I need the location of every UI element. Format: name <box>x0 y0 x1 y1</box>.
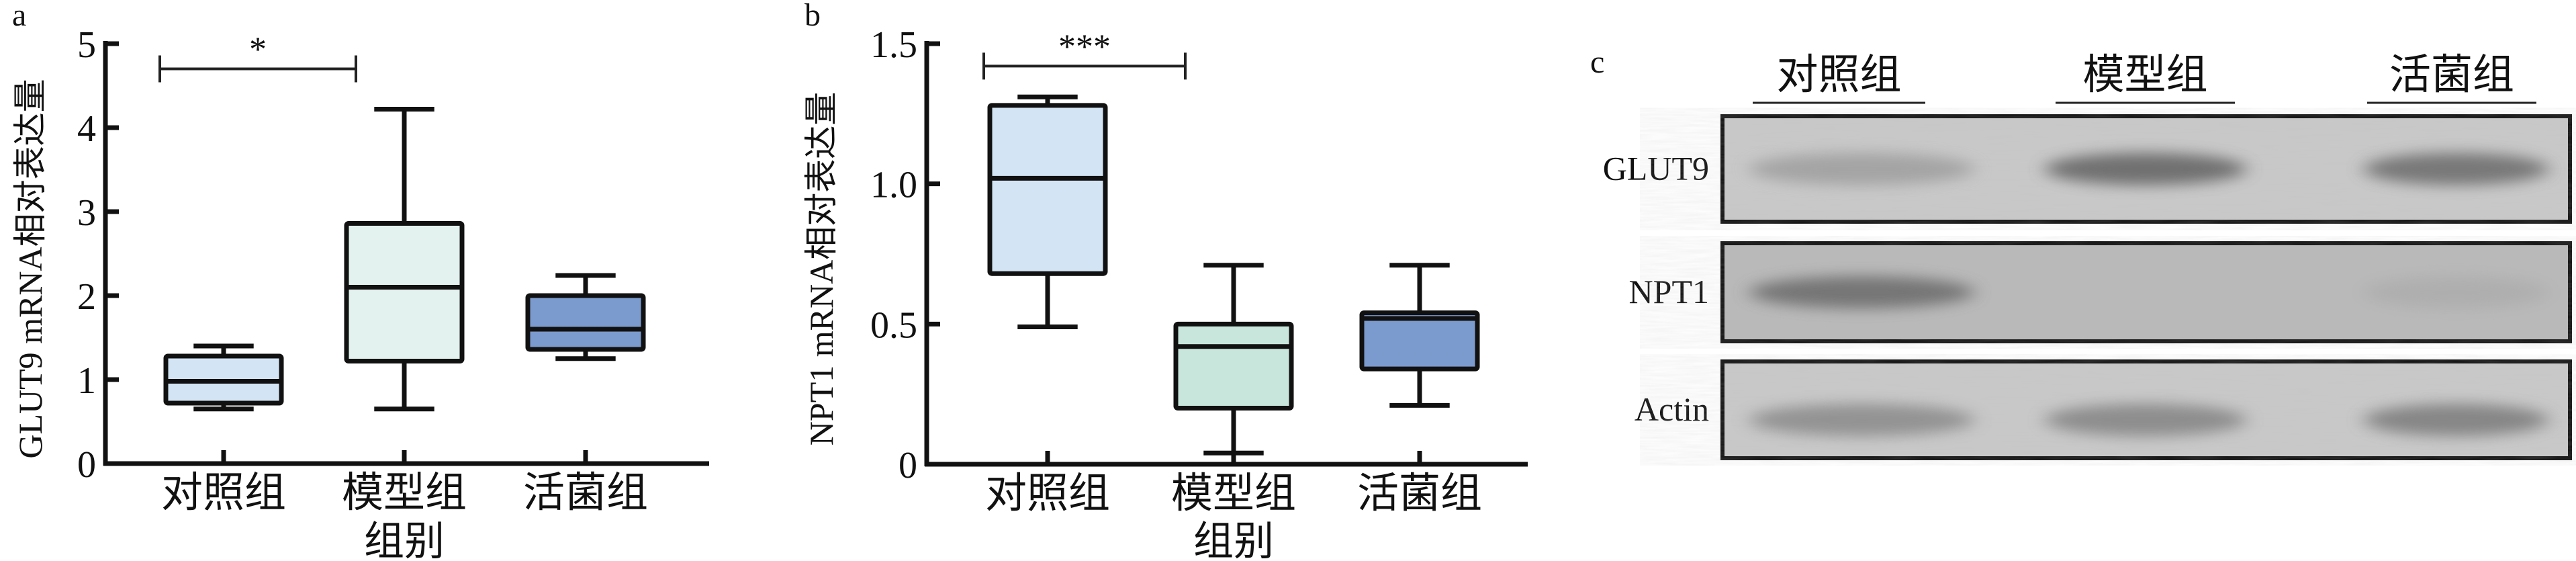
box-3 <box>525 293 646 352</box>
y-tick-label: 5 <box>77 24 96 66</box>
lane-label: 对照组 <box>1776 52 1901 98</box>
y-axis-label: NPT1 mRNA相对表达量 <box>802 92 840 445</box>
x-axis-label: 组别 <box>1193 519 1274 561</box>
blot-row-npt1: NPT1 <box>1629 241 2572 343</box>
y-tick-label: 2 <box>77 276 96 318</box>
x-tick-label: 模型组 <box>342 470 467 516</box>
blot-row-glut9: GLUT9 <box>1603 114 2572 224</box>
panel-label-c: c <box>1590 44 1604 80</box>
significance-label: * <box>249 31 267 69</box>
lane-label: 模型组 <box>2082 52 2207 98</box>
x-tick-label: 活菌组 <box>523 470 648 516</box>
box-3 <box>1359 310 1480 372</box>
y-tick-label: 0 <box>77 444 96 486</box>
y-tick-label: 1.5 <box>870 24 917 66</box>
significance-label: *** <box>1058 28 1111 66</box>
y-tick-label: 1 <box>77 360 96 402</box>
x-axis-label: 组别 <box>364 519 445 561</box>
panel-label-a: a <box>12 0 26 33</box>
box-2 <box>1173 321 1294 411</box>
y-tick-label: 4 <box>77 108 96 150</box>
y-tick-label: 3 <box>77 192 96 234</box>
blot-row-actin: Actin <box>1635 359 2572 460</box>
box-2 <box>344 221 465 363</box>
lane-label: 活菌组 <box>2389 52 2514 98</box>
x-tick-label: 活菌组 <box>1357 471 1482 517</box>
protein-band <box>2364 276 2548 308</box>
y-tick-label: 0.5 <box>870 304 917 346</box>
protein-band <box>1749 153 1974 185</box>
box-1 <box>987 103 1108 276</box>
protein-band <box>1749 404 1974 436</box>
panel-label-b: b <box>804 0 821 33</box>
x-tick-label: 对照组 <box>161 470 286 516</box>
blot-row-label: Actin <box>1635 390 1709 428</box>
protein-band <box>2364 404 2548 436</box>
y-tick-label: 0 <box>899 445 917 486</box>
x-tick-label: 模型组 <box>1171 471 1296 517</box>
blot-row-label: GLUT9 <box>1603 150 1709 187</box>
y-tick-label: 1.0 <box>870 165 917 206</box>
protein-band <box>2364 153 2548 185</box>
protein-band <box>2045 153 2246 185</box>
blot-row-label: NPT1 <box>1629 273 1709 310</box>
y-axis-label: GLUT9 mRNA相对表达量 <box>11 79 49 458</box>
x-tick-label: 对照组 <box>985 471 1110 517</box>
chart-b-npt1-boxplot: b NPT1 mRNA相对表达量 组别 0 0.5 1.0 1.5 对照组 模型组 活菌组 *… <box>802 0 1528 561</box>
protein-band <box>2045 404 2246 436</box>
chart-a-glut9-boxplot: a GLUT9 mRNA相对表达量 组别 0 1 2 3 4 5 对照组 模型组 活菌组 * <box>11 0 709 561</box>
protein-band <box>1749 276 1974 308</box>
